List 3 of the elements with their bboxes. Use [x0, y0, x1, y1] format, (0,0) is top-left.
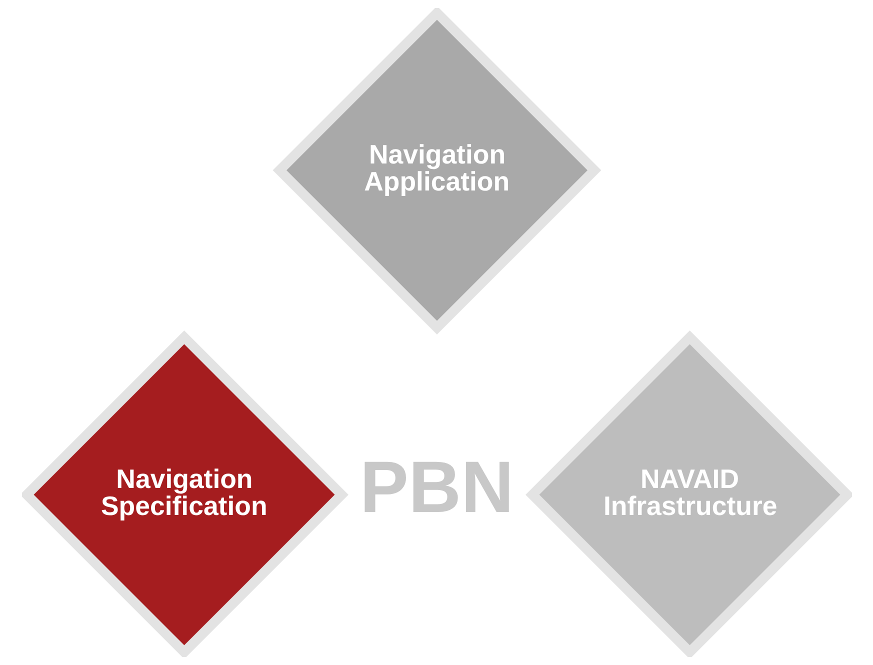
node-diamond: Navigation Application: [272, 8, 601, 335]
node-diamond: Navigation Specification: [22, 330, 348, 657]
node-diamond: NAVAID Infrastructure: [525, 330, 852, 657]
